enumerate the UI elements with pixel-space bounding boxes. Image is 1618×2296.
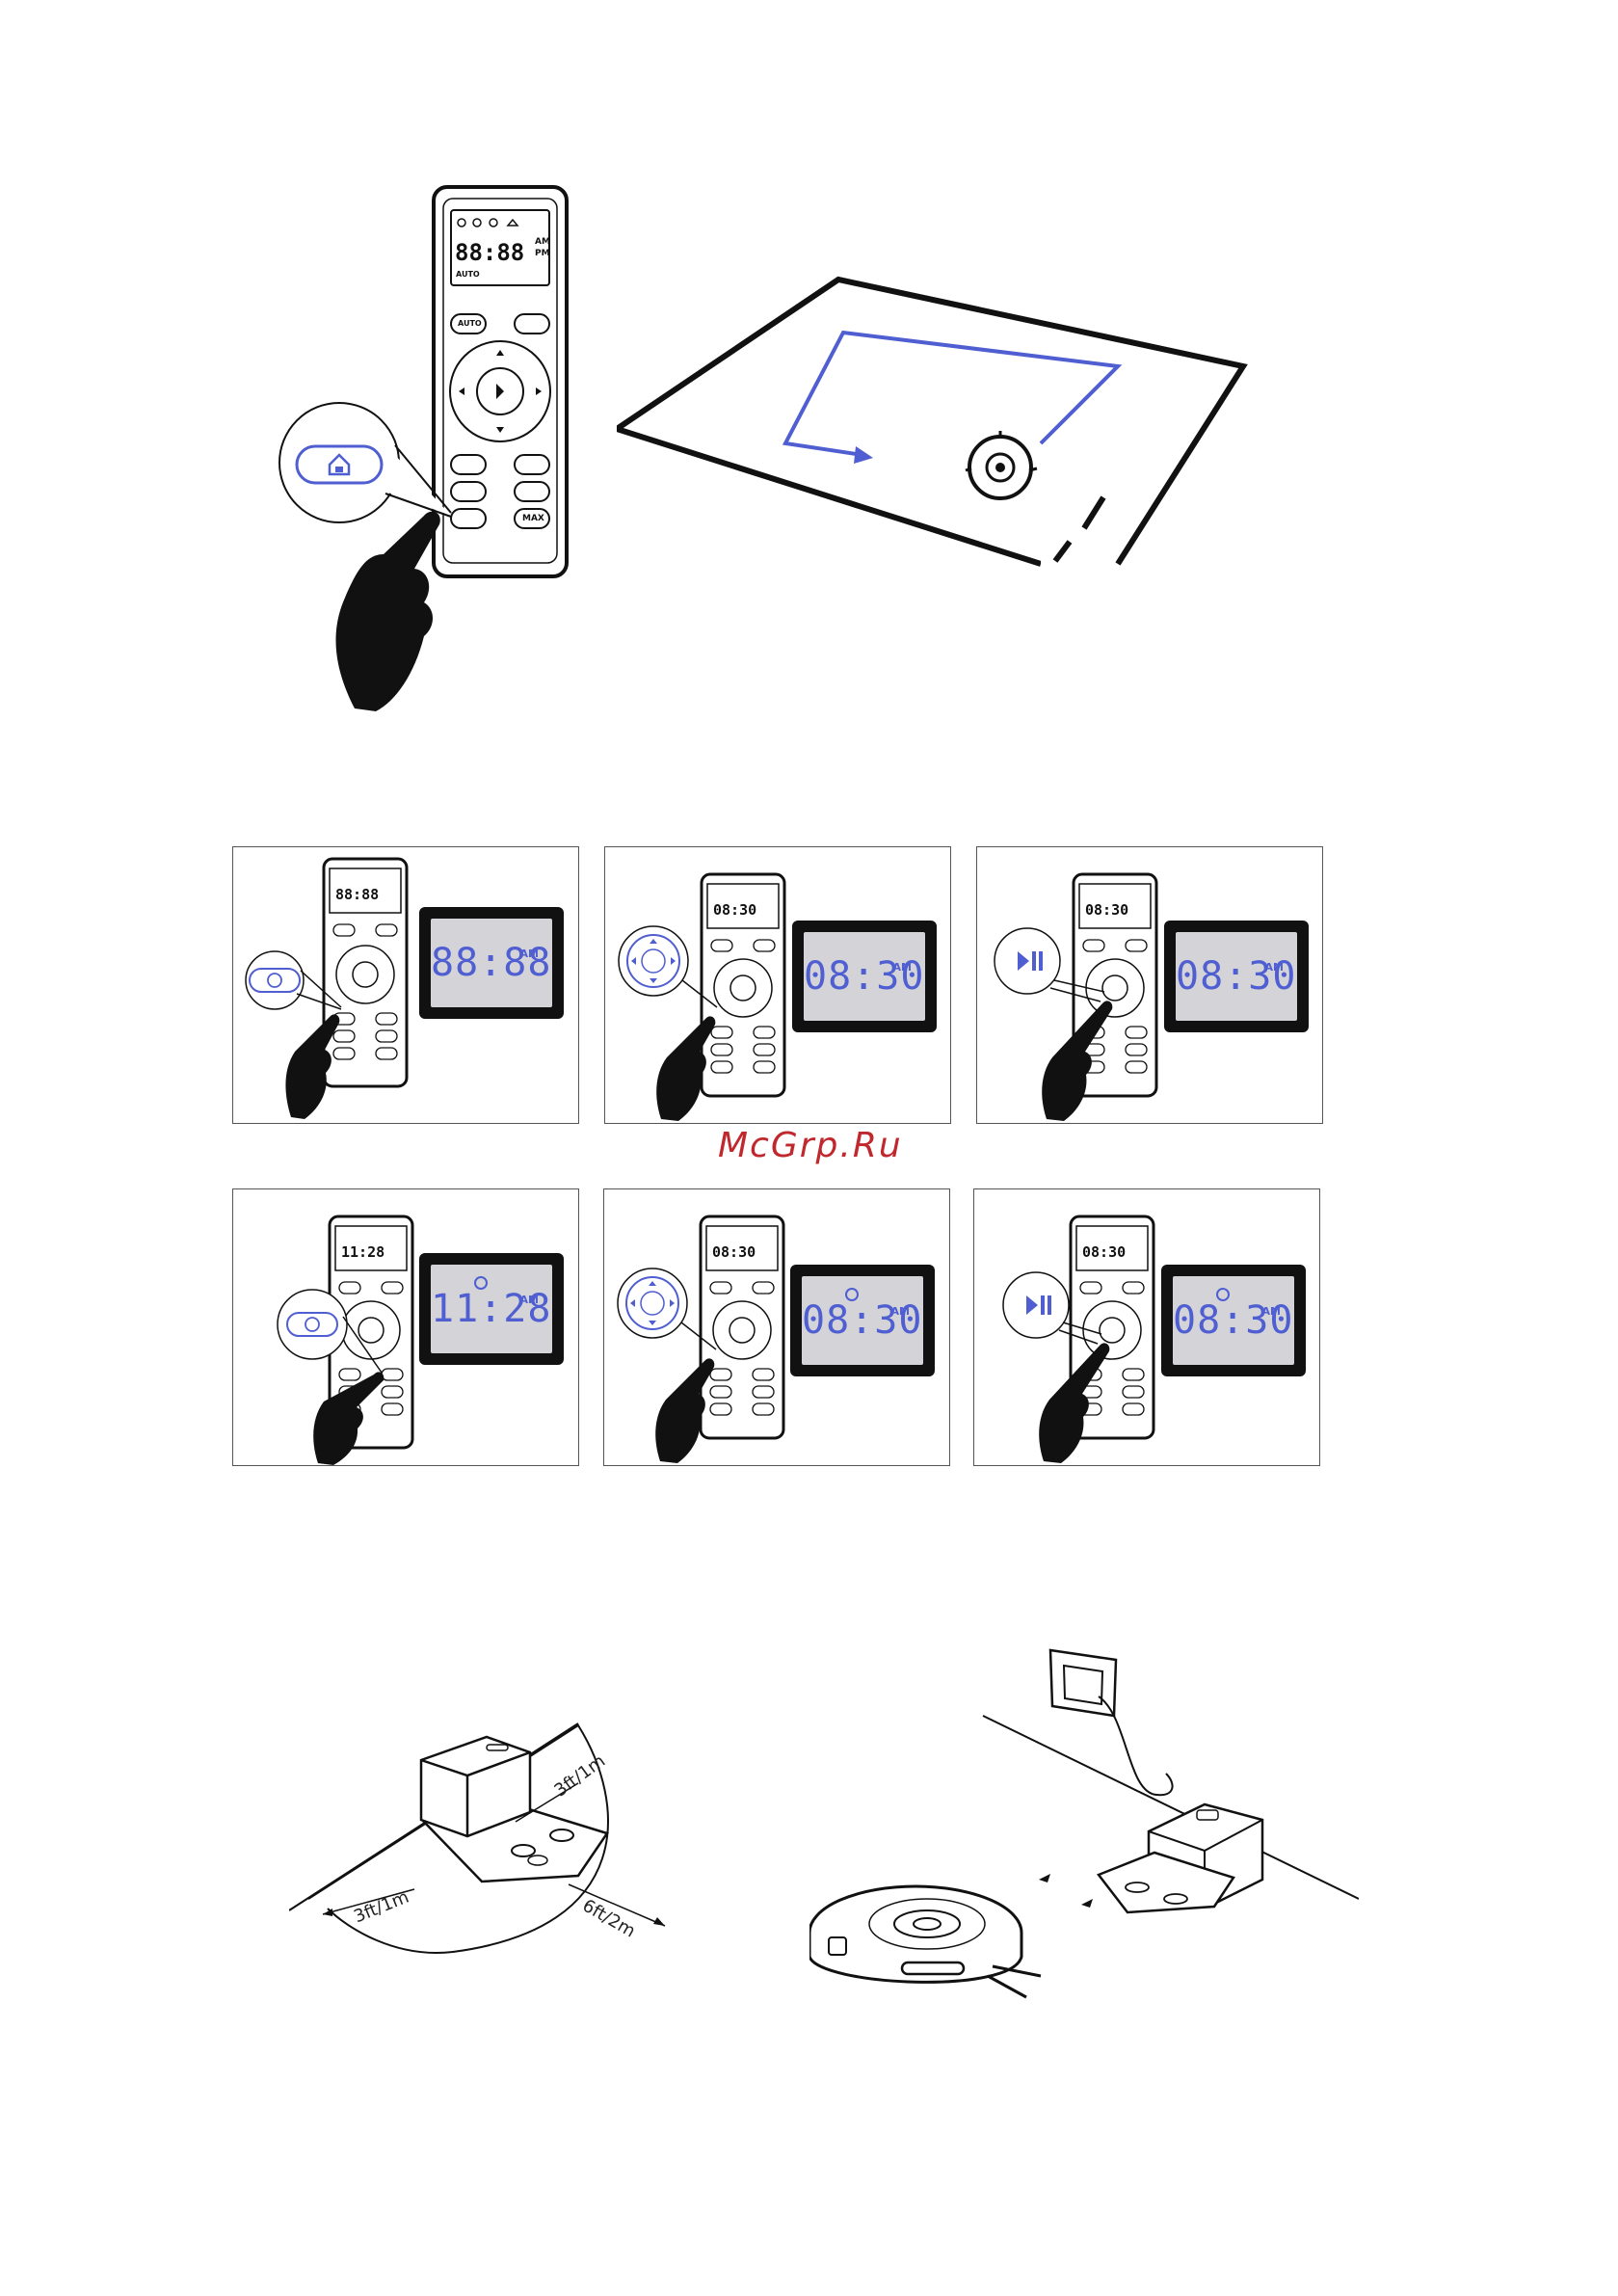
- robot-docking-illustration: [809, 1639, 1359, 2005]
- remote-home-illustration: 88:88 AM PM AUTO AUTO MAX: [270, 174, 588, 713]
- remote-mini-time: 11:28: [341, 1243, 385, 1261]
- step-panel-4: 11:28 11:28 AM: [232, 1188, 579, 1466]
- remote-lcd-auto: AUTO: [456, 270, 480, 279]
- lcd-ampm: AM: [1265, 961, 1284, 974]
- remote-mini-time: 08:30: [1082, 1243, 1126, 1261]
- lcd-ampm: AM: [893, 961, 912, 974]
- lcd-screen: 88:88 AM: [419, 907, 564, 1019]
- max-button-label: MAX: [522, 514, 544, 523]
- remote-mini-time: 08:30: [712, 1243, 756, 1261]
- step-panel-3: 08:30 08:30 AM: [976, 846, 1323, 1124]
- step-panel-5: 08:30 08:30 AM: [603, 1188, 950, 1466]
- lcd-ampm: AM: [1262, 1305, 1281, 1318]
- lcd-screen: 08:30 AM: [790, 1265, 935, 1376]
- remote-lcd-pm: PM: [535, 249, 550, 258]
- step-panel-1: 88:88 88:88 AM: [232, 846, 579, 1124]
- lcd-screen: 08:30 AM: [792, 921, 937, 1032]
- lcd-ampm: AM: [520, 1294, 539, 1306]
- remote-mini-time: 08:30: [713, 901, 756, 919]
- dock-placement-illustration: 3ft/1m 3ft/1m 6ft/2m: [289, 1706, 675, 1957]
- remote-mini-time: 08:30: [1085, 901, 1128, 919]
- remote-lcd-time: 88:88: [455, 239, 524, 266]
- cleaning-area-map: [617, 270, 1253, 578]
- watermark: McGrp.Ru: [718, 1126, 903, 1165]
- lcd-screen: 08:30 AM: [1161, 1265, 1306, 1376]
- step-panel-2: 08:30 08:30 AM: [604, 846, 951, 1124]
- lcd-ampm: AM: [520, 948, 539, 960]
- step-panel-6: 08:30 08:30 AM: [973, 1188, 1320, 1466]
- lcd-screen: 11:28 AM: [419, 1253, 564, 1365]
- remote-mini-time: 88:88: [335, 886, 379, 903]
- lcd-ampm: AM: [891, 1305, 910, 1318]
- remote-lcd-am: AM: [535, 237, 550, 247]
- auto-button-label: AUTO: [458, 319, 482, 328]
- lcd-screen: 08:30 AM: [1164, 921, 1309, 1032]
